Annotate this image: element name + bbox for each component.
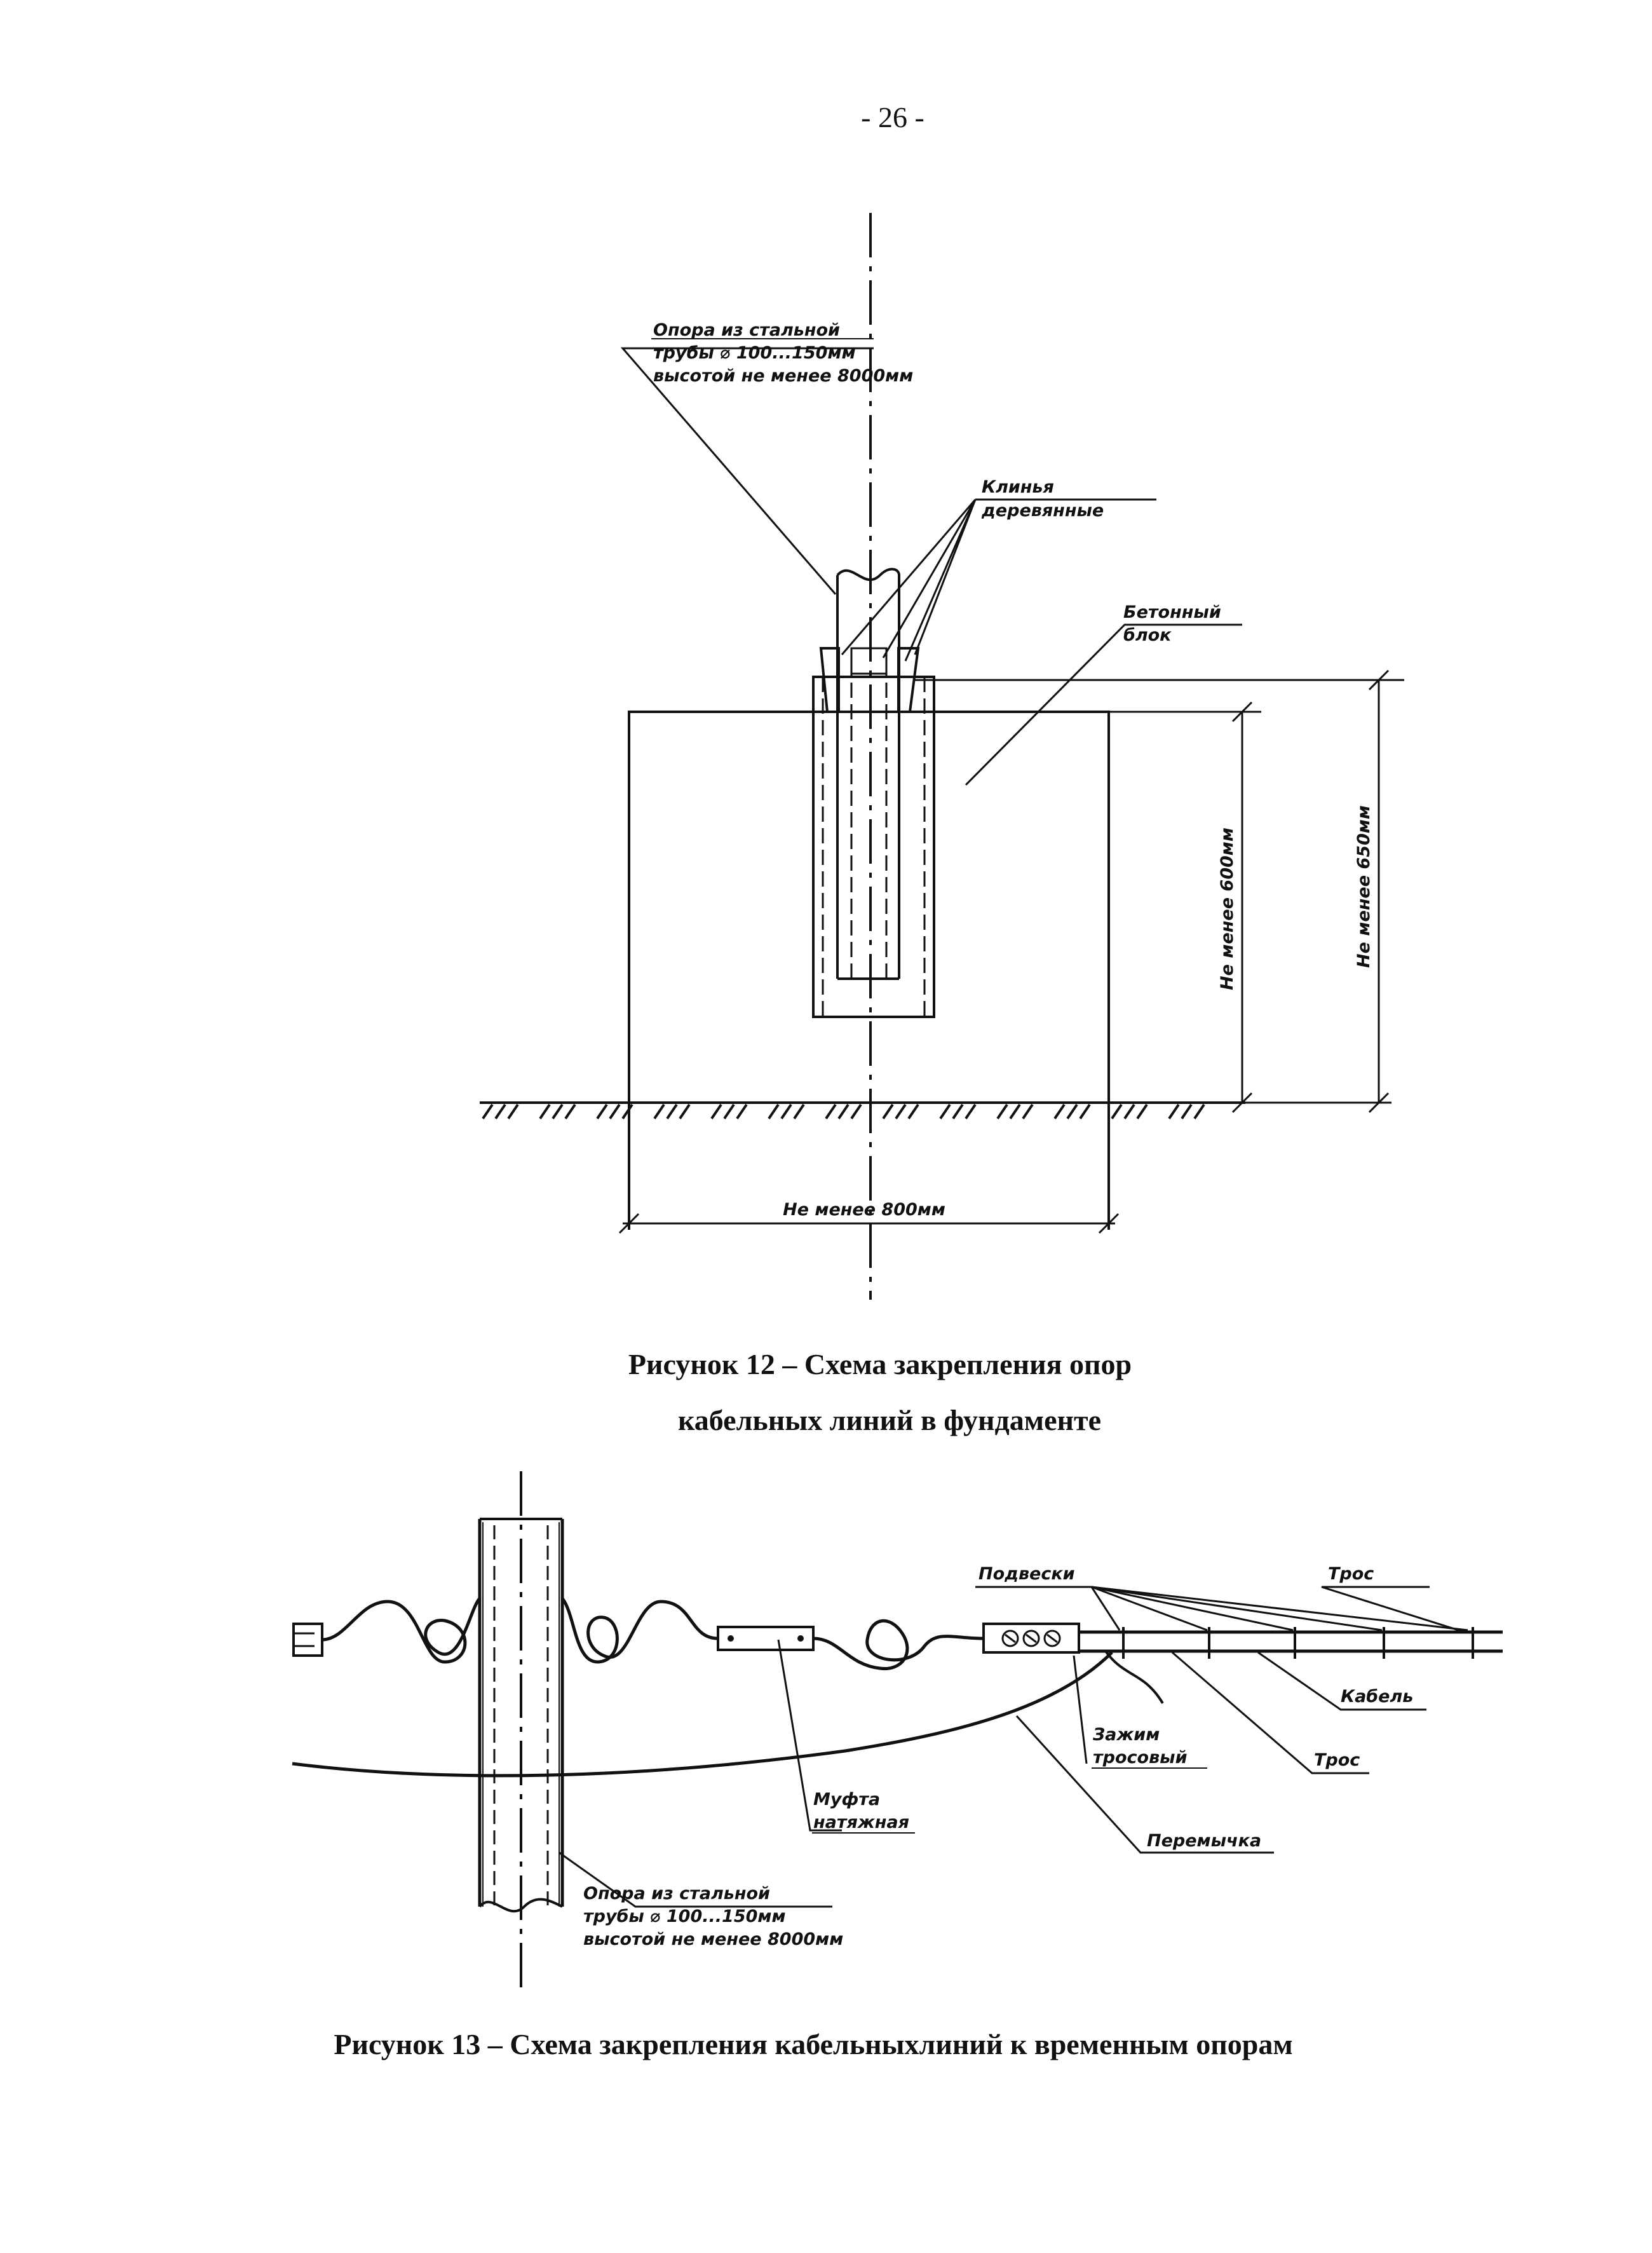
rope-and-cable [1079,1627,1503,1705]
svg-text:Муфта: Муфта [813,1790,880,1809]
label-dim-800: Не менее 800мм [783,1200,945,1220]
steel-pole-fig13 [478,1518,564,1913]
svg-text:трубы ⌀ 100...150мм: трубы ⌀ 100...150мм [653,343,856,363]
label-rope-clamp: Зажим тросовый [1092,1725,1188,1767]
steel-pole [836,568,900,980]
rope-clamp [982,1623,1080,1654]
rope-top-leader [1321,1586,1465,1633]
pole-leader [620,347,874,595]
svg-text:высотой не менее 8000мм: высотой не менее 8000мм [653,366,913,386]
rope-bottom-leader [1172,1651,1369,1774]
concrete-block [628,711,1110,1230]
pole-leader-fig13 [559,1851,832,1908]
svg-text:тросовый: тросовый [1093,1748,1188,1767]
clamp-leader [1073,1655,1088,1764]
svg-text:Зажим: Зажим [1092,1725,1160,1745]
label-hangers: Подвески [978,1564,1075,1584]
tension-coupling [717,1626,815,1651]
figure-12-caption-line1: Рисунок 12 – Схема закрепления опор [628,1348,1132,1380]
figure-13-diagram: Подвески Трос Кабель Трос Зажим тросовый… [292,1471,1503,1996]
label-rope-bottom: Трос [1314,1750,1360,1770]
label-cable: Кабель [1341,1687,1413,1706]
figure-12-caption-line2: кабельных линий в фундаменте [678,1404,1101,1436]
svg-text:деревянные: деревянные [981,501,1104,521]
svg-text:трубы ⌀ 100...150мм: трубы ⌀ 100...150мм [583,1907,786,1926]
coupling-leader [777,1639,842,1832]
pole-socket [812,676,935,1018]
jumper-leader [1015,1715,1274,1854]
wedges-leader [841,498,1156,662]
svg-text:высотой не менее 8000мм: высотой не менее 8000мм [583,1930,843,1949]
page-number: - 26 - [861,101,924,133]
label-tension-coupling: Муфта натяжная [813,1790,909,1832]
label-rope-top: Трос [1328,1564,1374,1584]
label-pole-fig13: Опора из стальной трубы ⌀ 100...150мм вы… [583,1884,843,1949]
figure-13-caption: Рисунок 13 – Схема закрепления кабельных… [334,2028,1292,2060]
label-wedges: Клинья деревянные [981,477,1104,521]
cable-wire [322,1597,984,1671]
label-concrete-block: Бетонный блок [1123,602,1221,645]
hangers-leader [975,1586,1468,1631]
cable-leader [1257,1651,1426,1711]
dimension-800 [618,1213,1120,1234]
svg-text:Бетонный: Бетонный [1123,602,1221,622]
svg-text:натяжная: натяжная [813,1813,909,1832]
label-dim-600: Не менее 600мм [1217,827,1237,990]
label-dim-650: Не менее 650мм [1354,805,1374,968]
svg-text:блок: блок [1123,625,1172,645]
jumper-curve [292,1651,1113,1778]
svg-text:Опора из стальной: Опора из стальной [583,1884,770,1903]
label-pole-fig12: Опора из стальной трубы ⌀ 100...150мм вы… [653,320,913,386]
block-leader [965,623,1242,786]
ground-hatching [482,1103,1205,1120]
label-jumper: Перемычка [1147,1831,1261,1851]
svg-text:Клинья: Клинья [982,477,1054,497]
svg-text:Опора из стальной: Опора из стальной [653,320,840,340]
dimension-650 [1245,669,1391,1113]
left-terminal [292,1623,323,1657]
figure-12-diagram: Опора из стальной трубы ⌀ 100...150мм вы… [480,213,1404,1300]
